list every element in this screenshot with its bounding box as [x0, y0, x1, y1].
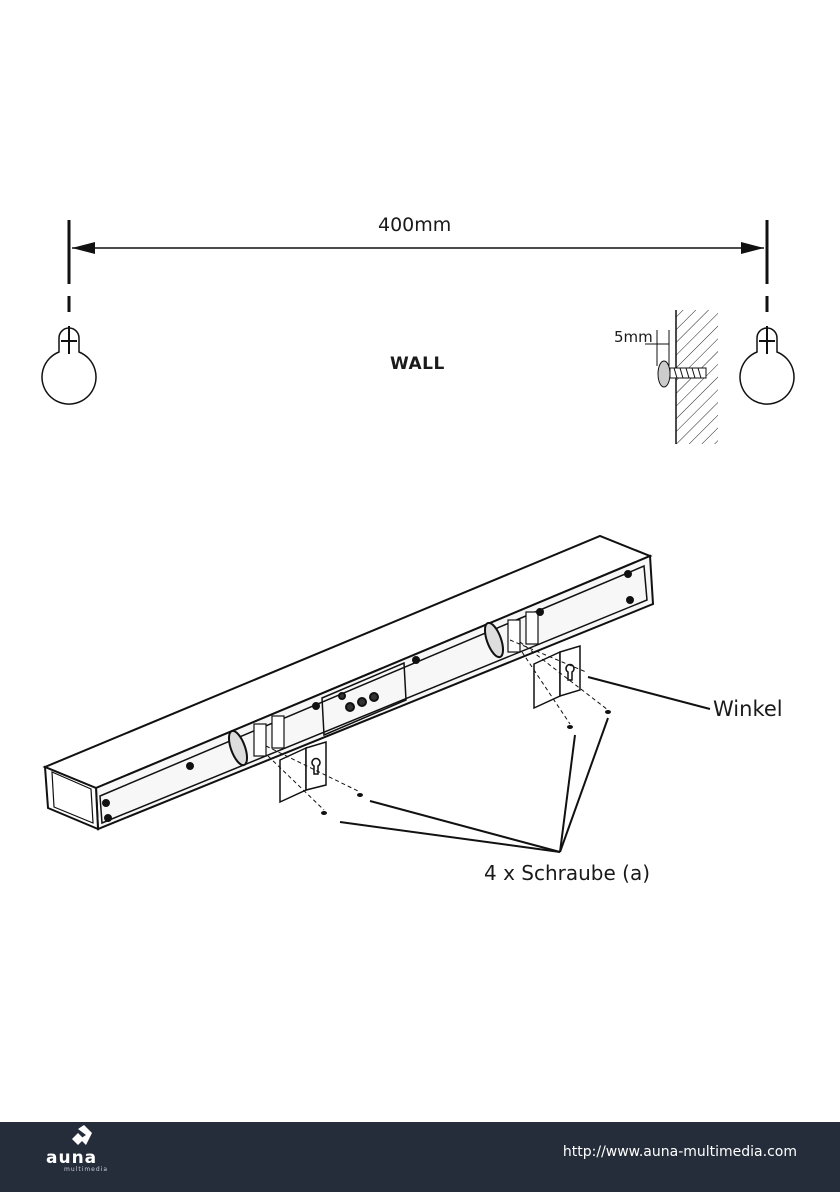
wall-label: WALL: [390, 354, 445, 374]
brand-subtitle: multimedia: [64, 1166, 108, 1173]
screw-count-label: 4 x Schraube (a): [484, 861, 650, 885]
keyhole-slot-icon: [740, 326, 794, 404]
brand-name: auna: [46, 1148, 97, 1168]
mounting-bracket-right: [534, 646, 580, 708]
bracket-label: Winkel: [713, 697, 783, 721]
wall-mount-diagram: [0, 0, 840, 1122]
website-url[interactable]: http://www.auna-multimedia.com: [563, 1144, 797, 1160]
keyhole-slot-icon: [42, 326, 96, 404]
mounting-spacing-label: 400mm: [378, 214, 451, 236]
screw-gap-label: 5mm: [614, 328, 653, 346]
